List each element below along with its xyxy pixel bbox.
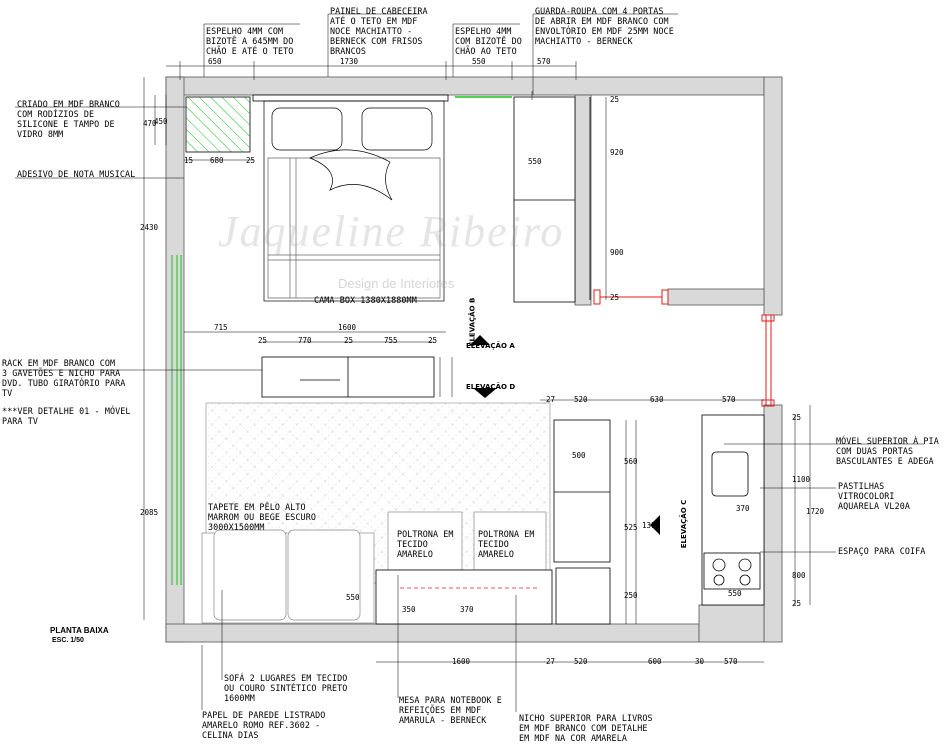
- dim-n-2: 560: [624, 457, 638, 466]
- bed: [263, 100, 445, 302]
- elevation-d: ELEVAÇÃO D: [466, 383, 516, 391]
- dim-kr-3: 1720: [806, 507, 825, 516]
- label-poltrona-1: POLTRONA EM TECIDO AMARELO: [397, 529, 454, 559]
- dim-rp-3: 25: [344, 336, 353, 345]
- dim-n-4: 250: [624, 591, 638, 600]
- armchairs: [387, 511, 547, 571]
- dim-top-4: 570: [537, 57, 551, 66]
- dim-rp-5: 25: [428, 336, 437, 345]
- label-painel: PAINEL DE CABECEIRA ATÉ O TETO EM MDF NO…: [330, 6, 428, 56]
- dim-wardrobe-width: 550: [528, 157, 542, 166]
- dim-criado-4: 680: [210, 156, 224, 165]
- label-mesa: MESA PARA NOTEBOOK E REFEIÇÕES EM MDF AM…: [399, 695, 502, 725]
- dim-rack-2: 1600: [338, 323, 357, 332]
- dim-rack-1: 715: [214, 323, 228, 332]
- label-poltrona-2: POLTRONA EM TECIDO AMARELO: [478, 529, 535, 559]
- dim-wr-3: 900: [610, 248, 624, 257]
- leader-lines: [15, 13, 924, 712]
- dim-table-1: 550: [346, 593, 360, 602]
- dim-wr-2: 920: [610, 148, 624, 157]
- dim-top-3: 550: [472, 57, 486, 66]
- label-tapete: TAPETE EM PÊLO ALTO MARROM OU BEGE ESCUR…: [208, 502, 316, 532]
- dim-kr-1: 25: [792, 413, 801, 422]
- label-guarda-roupa: GUARDA-ROUPA COM 4 PORTAS DE ABRIR EM MD…: [535, 6, 674, 46]
- dim-n-1: 500: [572, 451, 586, 460]
- elevation-c: ELEVAÇÃO C: [680, 499, 689, 549]
- label-cama: CAMA BOX 1380X1880MM: [314, 295, 417, 305]
- dim-table-3: 370: [460, 605, 474, 614]
- left-window: [171, 255, 182, 585]
- dim-left-lower: 2085: [140, 508, 158, 517]
- label-espelho-left: ESPELHO 4MM COM BIZOTÊ A 645MM DO CHÃO E…: [206, 26, 294, 56]
- label-ver-detalhe: ***VER DETALHE 01 - MÓVEL PARA TV: [2, 406, 131, 426]
- dimension-lines: [143, 61, 811, 663]
- nightstand: [185, 96, 251, 153]
- dim-b-1: 1600: [452, 657, 471, 666]
- dim-top-2: 1730: [340, 57, 359, 66]
- watermark-name: Jaqueline Ribeiro: [218, 207, 565, 256]
- label-sofa: SOFÁ 2 LUGARES EM TECIDO OU COURO SINTÉT…: [224, 673, 348, 703]
- plan-title: PLANTA BAIXA: [50, 626, 109, 635]
- label-pastilhas: PASTILHAS VITROCOLORI AQUARELA VL20A: [838, 481, 910, 511]
- dim-criado-1: 470: [143, 119, 157, 128]
- dim-table-2: 350: [402, 605, 416, 614]
- dim-k-3: 630: [650, 395, 664, 404]
- dim-rp-1: 25: [258, 336, 267, 345]
- dim-k-4: 570: [722, 395, 736, 404]
- sofa: [201, 529, 375, 624]
- dim-cooktop-2: 550: [728, 589, 742, 598]
- label-adesivo: ADESIVO DE NOTA MUSICAL: [17, 169, 136, 179]
- dim-kr-5: 25: [792, 599, 801, 608]
- label-espelho-right: ESPELHO 4MM COM BIZOTÊ DO CHÃO AO TETO: [455, 26, 522, 56]
- dim-criado-5: 25: [246, 156, 255, 165]
- plan-scale: ESC. 1/50: [52, 637, 84, 644]
- dim-rp-4: 755: [384, 336, 398, 345]
- dim-criado-2: 450: [154, 117, 168, 126]
- dim-b-2: 27: [546, 657, 555, 666]
- label-criado: CRIADO EM MDF BRANCO COM RODÍZIOS DE SIL…: [17, 99, 120, 139]
- dim-k-1: 27: [546, 395, 555, 404]
- kitchen: [701, 414, 765, 606]
- right-opening: [593, 289, 775, 407]
- dim-b-5: 30: [695, 657, 705, 666]
- label-papel: PAPEL DE PAREDE LISTRADO AMARELO ROMO RE…: [202, 710, 326, 740]
- headboard: [252, 94, 449, 102]
- watermark-subtitle: Design de Interiores: [338, 276, 455, 291]
- dim-wr-4: 25: [610, 293, 619, 302]
- dim-kr-2: 1100: [792, 475, 811, 484]
- dim-cooktop-1: 370: [736, 504, 750, 513]
- dim-top-1: 650: [208, 57, 222, 66]
- elevation-markers: [470, 335, 660, 535]
- dim-b-4: 600: [648, 657, 662, 666]
- dimension-text: 650 1730 550 570 25 920 900 25 470 450 1…: [140, 57, 825, 666]
- dim-n-3: 525: [624, 523, 638, 532]
- dim-b-6: 570: [724, 657, 738, 666]
- table: [375, 569, 553, 625]
- bookshelf: [553, 419, 611, 625]
- tv-rack: [261, 356, 435, 398]
- label-nicho: NICHO SUPERIOR PARA LIVROS EM MDF BRANCO…: [519, 713, 653, 743]
- walls: [165, 76, 783, 643]
- dim-b-3: 520: [574, 657, 588, 666]
- dim-kr-4: 800: [792, 571, 806, 580]
- label-rack: RACK EM MDF BRANCO COM 3 GAVETÕES E NICH…: [2, 358, 126, 398]
- elevation-a: ELEVAÇÃO A: [466, 342, 515, 350]
- label-coifa: ESPAÇO PARA COIFA: [838, 546, 926, 556]
- dim-left-total: 2430: [140, 223, 159, 232]
- dim-k-2: 520: [574, 395, 588, 404]
- elevation-b: ELEVAÇÃO B: [468, 297, 477, 347]
- label-movel-superior: MÓVEL SUPERIOR À PIA COM DUAS PORTAS BAS…: [836, 436, 939, 466]
- wardrobe: [513, 96, 591, 303]
- dim-n-5: 1310: [642, 521, 661, 530]
- dim-rp-2: 770: [298, 336, 312, 345]
- dim-wr-1: 25: [610, 95, 619, 104]
- dim-criado-3: 15: [184, 156, 193, 165]
